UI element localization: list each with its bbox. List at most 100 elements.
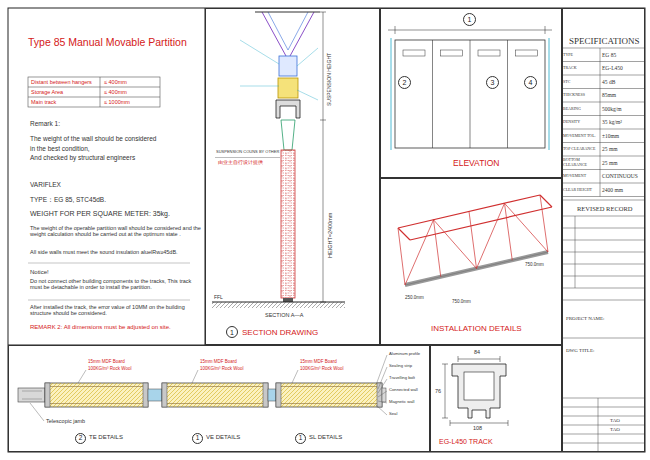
title-block-grid [562, 48, 645, 197]
section-drawing [215, 157, 280, 158]
spec-value: 85mm [602, 89, 644, 103]
panel-details [148, 389, 162, 401]
part-label: 15mm MDF Board [88, 359, 125, 364]
hanger-table-grid [28, 77, 160, 107]
sheet-frame [8, 8, 645, 452]
dimension-text: SUSPENSION HEIGHT [327, 53, 333, 106]
panel-caption: EG-L450 TRACK [439, 438, 493, 446]
drawing-panel: EG-L450 TRACK [430, 345, 562, 452]
spec-name: DENSITY [563, 116, 599, 130]
spec-name: TYPE [563, 48, 599, 62]
spec-name: THICKNESS [563, 89, 599, 103]
leader-line [376, 355, 387, 415]
table-cell: Distant between hangers [31, 79, 92, 85]
callout-circle: 1 [295, 433, 306, 444]
panel-details [268, 389, 276, 401]
panel-caption: SECTION DRAWING [242, 328, 318, 337]
callout-number: 1 [230, 329, 234, 336]
panel-caption: TE DETAILS [89, 434, 123, 441]
spec-value: CONTINUOUS [602, 170, 644, 184]
installation-truss [398, 195, 552, 285]
section-drawing [212, 302, 345, 308]
part-label: Magnetic wall [389, 400, 414, 405]
panel-details [276, 383, 382, 407]
dimension-text: 76 [435, 388, 441, 394]
dimension-text: 750.0mm [525, 262, 544, 267]
panel-details [276, 387, 382, 404]
leader-line [30, 355, 387, 421]
section-drawing [268, 12, 308, 50]
note-text: And checked by structural engineers [30, 154, 135, 161]
dimension-text: HEIGHT=2400mm [327, 213, 333, 258]
spec-value: EG 85 [602, 48, 644, 62]
panel-caption: SPECIFICATIONS [569, 36, 640, 46]
hanger-table-grid [28, 77, 160, 107]
panel-caption: VE DETAILS [206, 434, 240, 441]
part-label: 100KG/m³ Rock Wool [200, 366, 243, 371]
track-profile [442, 356, 508, 426]
part-label: Sealing strip [389, 364, 412, 369]
section-drawing [320, 12, 326, 302]
track-profile [452, 364, 506, 418]
panel-caption: SL DETAILS [309, 434, 342, 441]
section-drawing [240, 40, 318, 100]
track-profile [464, 372, 494, 400]
title-block-text: TAO [610, 418, 620, 424]
spec-value: 35 kg/m² [602, 116, 644, 130]
spec-value: 2400 mm [602, 183, 644, 197]
elevation-drawing [388, 26, 552, 34]
panel-details [263, 383, 268, 407]
note-heading: Notice! [30, 269, 49, 276]
part-label: Aluminum profile [389, 352, 420, 357]
spec-name: TOP CLEARANCE [563, 143, 599, 157]
title-block-grid [562, 398, 645, 452]
dimension-text: 750.0mm [452, 299, 471, 304]
spec-value: EG-L450 [602, 62, 644, 76]
callout-circle: 1 [226, 326, 238, 338]
elevation-drawing [395, 40, 545, 148]
spec-value: 25 mm [602, 143, 644, 157]
note-text: The weight of the operable partition wal… [30, 225, 202, 238]
dimension-text: 108 [473, 425, 482, 431]
section-drawing [279, 56, 297, 76]
title-block-text: DWG TITLE: [566, 348, 594, 354]
panel-caption: INSTALLATION DETAILS [431, 324, 522, 333]
table-cell: ≤ 400mm [104, 79, 127, 85]
panel-details [22, 391, 42, 399]
part-label: 100KG/m³ Rock Wool [88, 366, 131, 371]
callout-number: 1 [196, 435, 200, 442]
remark-heading: Remark 1: [30, 120, 60, 127]
part-label: Travelling bolt [389, 376, 415, 381]
section-mark: SECTION A—A [265, 312, 304, 318]
panel-details [276, 383, 382, 407]
leader-text: 由业主自行设计提供 [218, 160, 263, 165]
level-mark: FFL [214, 295, 223, 301]
callout-number: 3 [491, 79, 495, 86]
drawing-panel: SECTION DRAWING 1 [205, 8, 380, 345]
panel-details [18, 388, 45, 402]
elevation-drawing [388, 26, 552, 150]
note-text: All side walls must meet the sound insul… [30, 249, 202, 255]
callout-number: 2 [403, 79, 407, 86]
section-drawing [212, 12, 345, 308]
spec-name: MOVEMENT [563, 170, 599, 184]
panel-details [45, 383, 148, 407]
section-drawing [255, 11, 320, 12]
leader-line [78, 370, 298, 383]
panel-details [45, 383, 50, 407]
callout-number: 1 [468, 16, 472, 23]
note-heading: VARIFLEX [30, 181, 61, 188]
table-cell: ≤ 400mm [104, 89, 127, 95]
spec-name: BOTTOM CLEARANCE [563, 156, 599, 170]
drawing-panel: INSTALLATION DETAILS [380, 178, 562, 345]
callout-number: 4 [529, 79, 533, 86]
elevation-drawing [516, 50, 538, 56]
spec-name: TRACK [563, 62, 599, 76]
installation-truss [398, 195, 552, 240]
part-label: 15mm MDF Board [300, 359, 337, 364]
hanger-table-grid [28, 77, 160, 107]
dimension-text: 84 [474, 349, 480, 355]
callout-circle: 3 [486, 76, 499, 89]
panel-details [45, 383, 148, 407]
part-label: Seal [389, 412, 397, 417]
